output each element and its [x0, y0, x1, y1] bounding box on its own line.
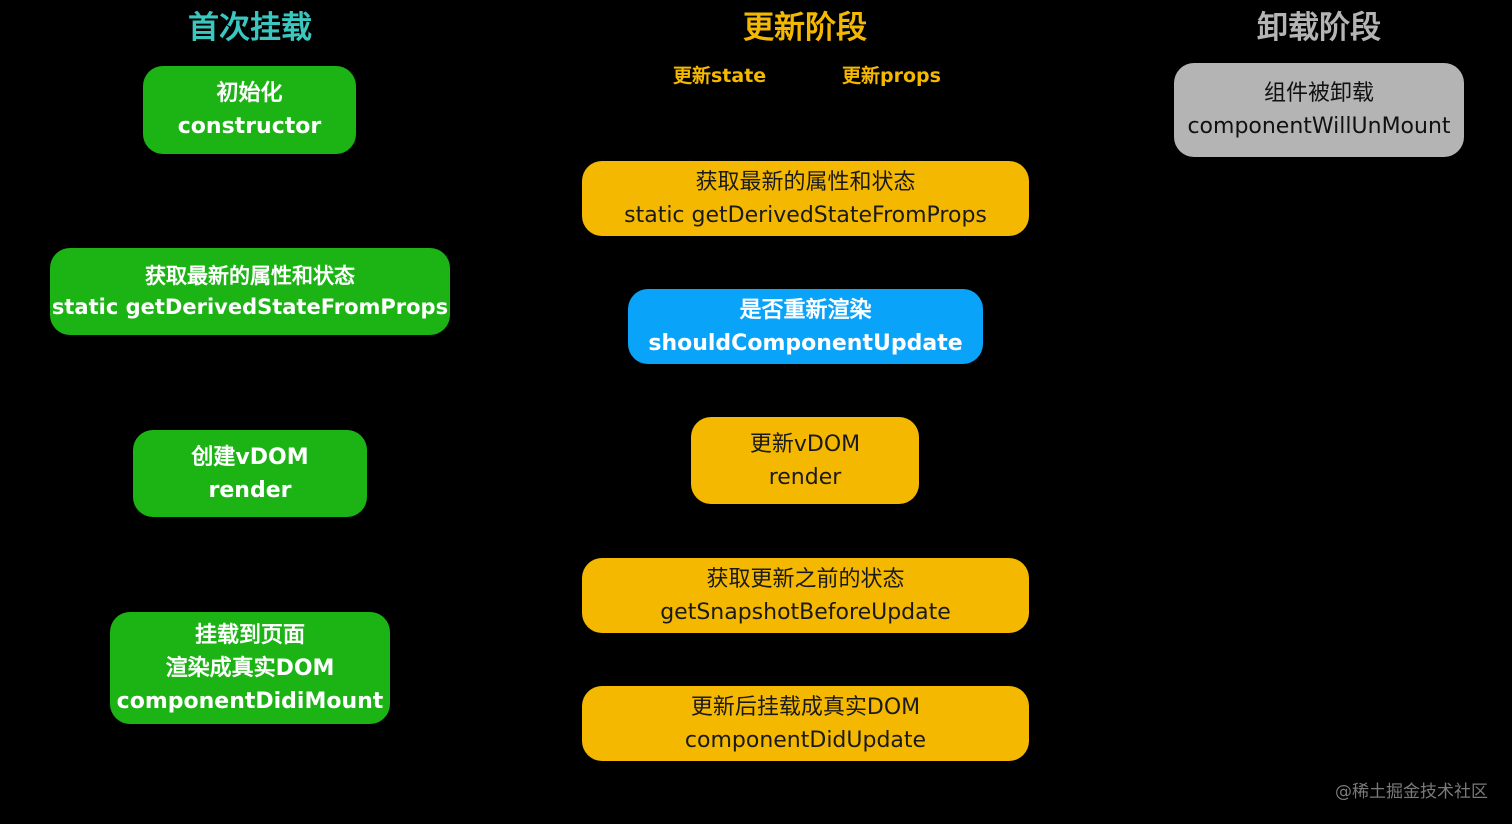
box-title: 更新后挂载成真实DOM [690, 694, 921, 720]
box-subtitle: 渲染成真实DOM [165, 655, 335, 681]
box-title: 是否重新渲染 [739, 297, 872, 323]
box-method: componentWillUnMount [1187, 114, 1451, 139]
update-props-label: 更新props [842, 65, 941, 87]
mount-getderivedstatefromprops-box: 获取最新的属性和状态 static getDerivedStateFromPro… [50, 248, 450, 335]
box-method: componentDidiMount [116, 688, 384, 714]
getsnapshotbeforeupdate-box: 获取更新之前的状态 getSnapshotBeforeUpdate [582, 558, 1029, 633]
shouldcomponentupdate-box: 是否重新渲染 shouldComponentUpdate [628, 289, 983, 364]
box-title: 初始化 [216, 81, 283, 106]
box-title: 获取最新的属性和状态 [145, 263, 355, 288]
box-title: 组件被卸载 [1263, 81, 1374, 106]
watermark: @稀土掘金技术社区 [1335, 782, 1488, 802]
box-method: componentDidUpdate [684, 727, 927, 753]
box-method: static getDerivedStateFromProps [624, 202, 987, 228]
componentdidmount-box: 挂载到页面 渲染成真实DOM componentDidiMount [110, 612, 390, 724]
box-title: 获取更新之前的状态 [706, 566, 905, 592]
componentwillunmount-box: 组件被卸载 componentWillUnMount [1174, 63, 1464, 157]
mount-render-box: 创建vDOM render [133, 430, 367, 517]
box-method: static getDerivedStateFromProps [51, 294, 449, 319]
box-title: 获取最新的属性和状态 [695, 169, 916, 195]
box-method: render [768, 464, 842, 490]
mount-column-title: 首次挂载 [188, 10, 312, 46]
unmount-column-title: 卸载阶段 [1257, 10, 1381, 46]
box-title: 更新vDOM [749, 431, 861, 457]
box-method: shouldComponentUpdate [648, 330, 963, 356]
update-getderivedstatefromprops-box: 获取最新的属性和状态 static getDerivedStateFromPro… [582, 161, 1029, 236]
update-render-box: 更新vDOM render [691, 417, 919, 504]
box-method: constructor [177, 114, 322, 139]
constructor-box: 初始化 constructor [143, 66, 356, 154]
box-method: getSnapshotBeforeUpdate [660, 599, 951, 625]
update-state-label: 更新state [673, 65, 767, 87]
update-column-title: 更新阶段 [743, 10, 867, 46]
box-title: 创建vDOM [191, 444, 309, 470]
box-method: render [208, 477, 292, 503]
componentdidupdate-box: 更新后挂载成真实DOM componentDidUpdate [582, 686, 1029, 761]
box-title: 挂载到页面 [194, 622, 305, 648]
